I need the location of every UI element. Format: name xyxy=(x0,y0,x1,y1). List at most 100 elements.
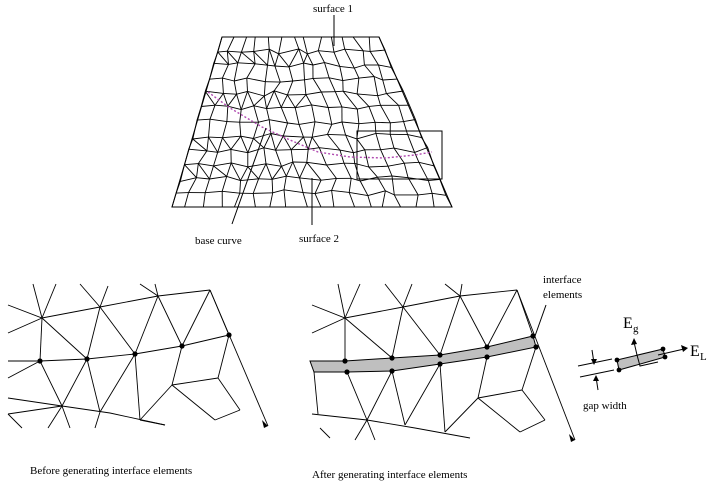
mesh-edge xyxy=(197,150,208,164)
mesh-edge xyxy=(377,93,387,97)
mesh-edge xyxy=(253,48,270,52)
mesh-edge xyxy=(213,165,227,177)
mesh-edge xyxy=(382,79,387,94)
mesh-edge xyxy=(321,177,337,181)
mesh-edge xyxy=(414,147,428,153)
mesh-edge xyxy=(359,180,369,196)
mesh-edge xyxy=(298,124,304,138)
mesh-edge xyxy=(280,94,288,108)
interface-elements-label-1: interface xyxy=(543,274,582,286)
mesh-edge xyxy=(294,36,300,50)
mesh-edge xyxy=(374,122,377,134)
mesh-edge xyxy=(387,166,393,177)
mesh-edge xyxy=(403,163,409,178)
mesh-edge xyxy=(197,163,210,180)
mesh-edge xyxy=(274,65,281,83)
mesh-edge xyxy=(368,106,376,123)
mesh-edge xyxy=(268,119,272,134)
mesh-edge xyxy=(304,77,314,81)
mesh-edge xyxy=(239,180,241,194)
mesh-edge xyxy=(390,67,398,80)
mesh-edge xyxy=(378,36,386,51)
mesh-edge xyxy=(240,136,249,153)
mesh-edge xyxy=(358,121,376,125)
mesh-edge xyxy=(341,36,346,50)
mesh-edge xyxy=(227,93,237,107)
mesh-edge xyxy=(312,133,328,138)
mesh-edge xyxy=(285,161,294,177)
mesh-edge xyxy=(303,62,313,66)
mesh-edge xyxy=(280,107,289,124)
mesh-triangles xyxy=(171,36,453,208)
mesh-edge xyxy=(267,49,270,66)
mesh-edge xyxy=(357,105,370,110)
mesh-edge xyxy=(326,162,345,166)
mesh-edge xyxy=(222,77,235,82)
mesh-edge xyxy=(196,177,210,180)
mesh-edge xyxy=(384,49,392,68)
mesh-edge xyxy=(342,77,359,82)
mesh-edge xyxy=(247,163,267,168)
mesh-edge xyxy=(377,175,393,178)
mesh-edge xyxy=(306,162,322,181)
mesh-edge xyxy=(302,192,308,208)
mesh-edge xyxy=(222,190,240,194)
mesh-edge xyxy=(290,136,304,151)
after-caption: After generating interface elements xyxy=(312,469,467,481)
mesh-edge xyxy=(198,163,214,167)
mesh-edge xyxy=(380,147,395,151)
base-curve-label: base curve xyxy=(195,235,242,247)
mesh-edge xyxy=(364,64,375,77)
mesh-edge xyxy=(258,119,270,123)
mesh-edge xyxy=(263,147,276,151)
before-nodes xyxy=(37,332,232,364)
mesh-edge xyxy=(283,135,304,138)
mesh-edge xyxy=(407,177,419,196)
mesh-edge xyxy=(253,138,265,149)
mesh-edge xyxy=(317,50,325,63)
mesh-edge xyxy=(204,90,216,106)
mesh-edge xyxy=(428,178,440,182)
mesh-edge xyxy=(226,121,240,123)
mesh-edge xyxy=(263,81,266,97)
top-mesh xyxy=(171,36,453,208)
mesh-edge xyxy=(398,105,405,122)
mesh-edge xyxy=(265,163,273,180)
mesh-edge xyxy=(240,135,254,139)
mesh-edge xyxy=(396,78,404,92)
mesh-edge xyxy=(324,62,330,78)
mesh-edge xyxy=(258,178,273,180)
mesh-edge xyxy=(312,62,325,66)
mesh-edge xyxy=(354,64,365,69)
mesh-edge xyxy=(294,107,300,125)
mesh-edge xyxy=(299,177,322,181)
mesh-edge xyxy=(275,150,282,167)
mesh-edge xyxy=(356,138,366,151)
mesh-edge xyxy=(341,121,347,136)
mesh-edge xyxy=(217,148,231,153)
mesh-edge xyxy=(288,66,294,82)
mesh-edge xyxy=(339,65,355,69)
mesh-edge xyxy=(348,192,356,208)
mesh-edge xyxy=(221,64,229,79)
mesh-edge xyxy=(331,190,335,208)
mesh-edge xyxy=(192,136,209,140)
mesh-edge xyxy=(387,162,405,167)
surface-1-label: surface 1 xyxy=(313,3,353,15)
mesh-edge xyxy=(356,93,370,107)
zoom-box xyxy=(356,130,443,180)
mesh-edge xyxy=(266,108,270,120)
mesh-edge xyxy=(263,147,267,164)
mesh-edge xyxy=(331,121,343,125)
mesh-edge xyxy=(266,106,282,110)
mesh-edge xyxy=(205,190,223,194)
mesh-edge xyxy=(368,165,389,168)
mesh-edge xyxy=(329,77,343,82)
mesh-edge xyxy=(227,105,242,111)
mesh-edge xyxy=(373,76,383,81)
mesh-edge xyxy=(247,138,254,153)
mesh-edge xyxy=(391,175,409,179)
mesh-edge xyxy=(253,95,265,107)
mesh-edge xyxy=(375,133,382,150)
mesh-edge xyxy=(275,149,292,151)
